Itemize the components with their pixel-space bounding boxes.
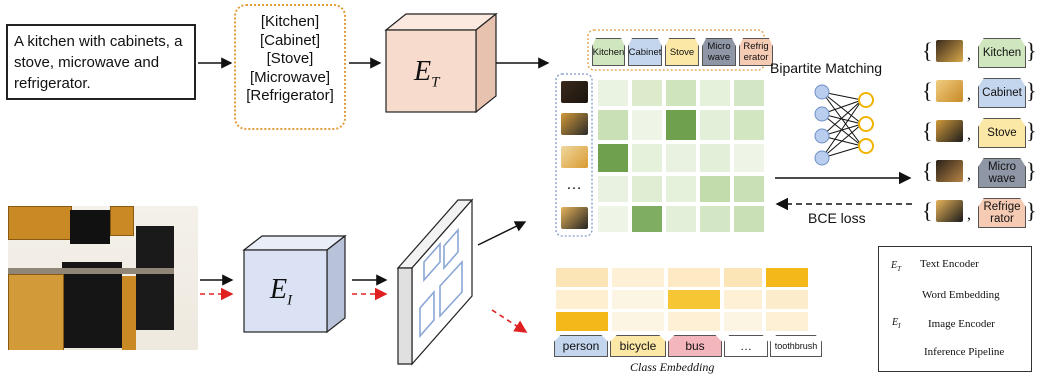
tag-item: [Kitchen]: [260, 13, 320, 30]
class-pills-row: Kitchen Cabinet Stove Micro wave Refrig …: [592, 38, 773, 66]
class-word: bicycle: [610, 335, 666, 357]
similarity-matrix: [598, 80, 764, 232]
class-pill: Cabinet: [628, 38, 662, 66]
region-thumbnails-frame: [555, 73, 593, 237]
text-encoder-cube: [384, 12, 498, 114]
pair-thumbnail: [936, 120, 963, 142]
bce-loss-label: BCE loss: [808, 210, 866, 226]
class-word: …: [724, 335, 768, 357]
parsed-tags-box: [Kitchen] [Cabinet] [Stove] [Microwave] …: [234, 4, 346, 130]
input-kitchen-photo: [8, 206, 198, 350]
region-thumbnail: [561, 81, 588, 103]
legend-ei-symbol: EI: [892, 317, 901, 330]
bipartite-matching-label: Bipartite Matching: [770, 60, 883, 76]
thumbnails-ellipsis: …: [566, 176, 582, 193]
image-encoder-label: EI: [270, 274, 293, 309]
legend-box: [878, 246, 1032, 372]
caption-sentence: A kitchen with cabinets, a stove, microw…: [14, 33, 183, 92]
class-pill: Kitchen: [592, 38, 625, 66]
legend-word-embedding-label: Word Embedding: [922, 289, 1000, 301]
pair-thumbnail: [936, 40, 963, 62]
feature-map: [396, 198, 474, 366]
matched-pair: { , Cabinet }: [922, 76, 1037, 108]
class-pill: Refrig erator: [739, 38, 773, 66]
class-word: person: [554, 335, 608, 357]
pair-thumbnail: [936, 200, 963, 222]
tag-item: [Microwave]: [249, 68, 331, 86]
pair-thumbnail: [936, 80, 963, 102]
arrow-features-to-matrix: [477, 221, 527, 246]
pair-tag: Micro wave: [978, 158, 1026, 188]
pair-tag: Kitchen: [978, 38, 1026, 68]
pair-thumbnail: [936, 160, 963, 182]
class-pill: Micro wave: [702, 38, 736, 66]
tag-item: [Stove]: [266, 50, 314, 67]
image-encoder-cube: [242, 234, 347, 334]
region-thumbnail: [561, 113, 588, 135]
tag-item: [Cabinet]: [259, 31, 321, 49]
pair-tag: Refrige rator: [978, 198, 1026, 228]
text-encoder-label: ET: [414, 56, 440, 91]
matched-pair: { , Kitchen }: [922, 36, 1037, 68]
class-word: bus: [668, 335, 722, 357]
legend-image-encoder-label: Image Encoder: [928, 318, 995, 330]
class-pill: Stove: [665, 38, 699, 66]
class-words-row: person bicycle bus … toothbrush: [554, 335, 822, 357]
inference-arrow: [491, 309, 528, 333]
matched-pair: { , Refrige rator }: [922, 196, 1037, 228]
class-embedding-caption: Class Embedding: [630, 360, 715, 374]
pair-tag: Cabinet: [978, 78, 1026, 108]
class-word: toothbrush: [770, 335, 822, 357]
pair-tag: Stove: [978, 118, 1026, 148]
class-embedding-grid: [556, 268, 808, 331]
legend-inference-label: Inference Pipeline: [924, 346, 1005, 358]
matched-pair: { , Stove }: [922, 116, 1037, 148]
region-thumbnail: [561, 207, 588, 229]
region-thumbnail: [561, 146, 588, 168]
legend-text-encoder-label: Text Encoder: [920, 258, 979, 270]
caption-sentence-box: A kitchen with cabinets, a stove, microw…: [6, 24, 196, 100]
matched-pair: { , Micro wave }: [922, 156, 1037, 188]
bipartite-graph: [821, 91, 863, 159]
graph-nodes: [814, 84, 874, 166]
class-pills-frame: [587, 29, 765, 71]
legend-et-symbol: ET: [891, 260, 902, 273]
tag-item: [Refrigerator]: [246, 87, 334, 104]
